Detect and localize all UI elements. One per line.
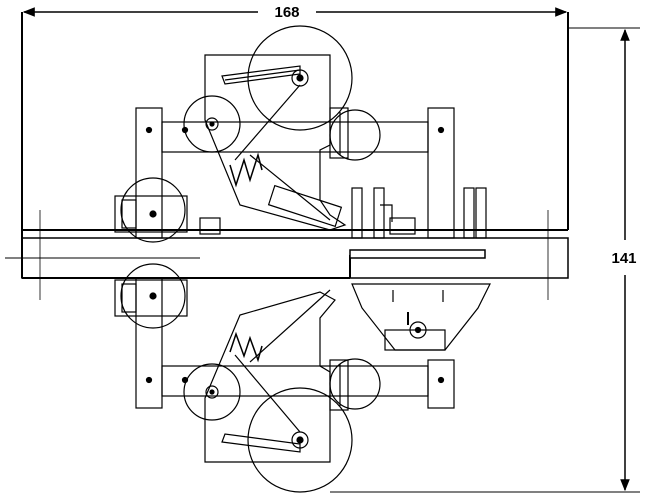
height-dimension-label: 141 [611,250,636,267]
height-dimension: 141 [330,27,640,493]
carriage-triangle [351,283,491,351]
bottom-small-reel [183,363,241,421]
bottom-left-wheel [120,263,186,329]
bottom-large-reel [247,387,353,493]
bottom-mechanism [114,263,491,493]
top-left-wheel [120,177,186,243]
top-small-reel [183,95,241,153]
top-large-reel [247,25,353,131]
width-dimension-label: 168 [274,4,299,21]
main-beam [5,210,569,300]
top-mechanism [114,25,487,243]
width-dimension: 168 [22,4,568,21]
